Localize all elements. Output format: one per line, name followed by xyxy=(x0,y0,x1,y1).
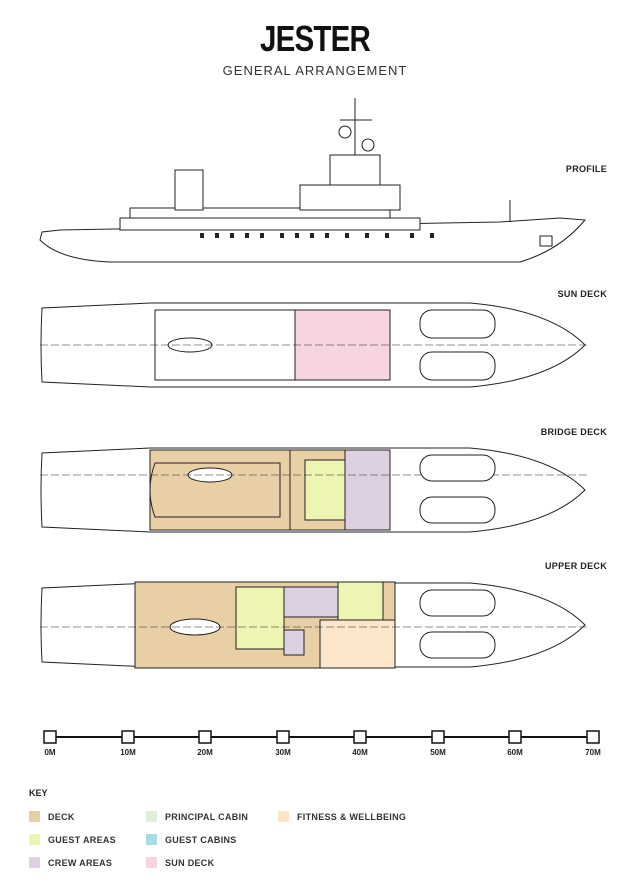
key-label: CREW AREAS xyxy=(48,857,113,868)
scale-tick-label: 50M xyxy=(430,748,446,757)
key-item: SUN DECK xyxy=(146,857,214,868)
key-swatch xyxy=(29,811,40,822)
key-label: DECK xyxy=(48,811,75,822)
key-item: FITNESS & WELLBEING xyxy=(278,811,406,822)
page-title: JESTER xyxy=(260,18,371,59)
key-label: SUN DECK xyxy=(165,857,215,868)
scale-tick xyxy=(198,730,212,744)
scale-tick xyxy=(431,730,445,744)
scale-tick xyxy=(586,730,600,744)
scale-tick-label: 20M xyxy=(197,748,213,757)
profile-drawing xyxy=(39,98,587,263)
bridge-deck-label: BRIDGE DECK xyxy=(540,427,607,437)
scale-tick xyxy=(508,730,522,744)
key-item: GUEST AREAS xyxy=(29,834,116,845)
scale-tick xyxy=(121,730,135,744)
key-swatch xyxy=(146,811,157,822)
key-swatch xyxy=(146,834,157,845)
key-item: CREW AREAS xyxy=(29,857,112,868)
scale-tick xyxy=(353,730,367,744)
key-swatch xyxy=(146,857,157,868)
scale-tick-label: 60M xyxy=(507,748,523,757)
key-label: PRINCIPAL CABIN xyxy=(165,811,249,822)
key-swatch xyxy=(29,834,40,845)
upper-deck-label: UPPER DECK xyxy=(544,561,607,571)
scale-tick-label: 10M xyxy=(120,748,136,757)
scale-tick-label: 30M xyxy=(275,748,291,757)
sun-deck-label: SUN DECK xyxy=(557,289,607,299)
scale-tick xyxy=(43,730,57,744)
key-swatch xyxy=(29,857,40,868)
upper-deck-plan xyxy=(40,581,590,669)
key-label: GUEST CABINS xyxy=(165,834,237,845)
scale-tick xyxy=(276,730,290,744)
key-title: KEY xyxy=(29,788,48,798)
scale-bar xyxy=(43,730,600,744)
scale-tick-label: 70M xyxy=(585,748,601,757)
key-item: GUEST CABINS xyxy=(146,834,237,845)
key-swatch xyxy=(278,811,289,822)
portholes xyxy=(200,233,434,238)
bridge-deck-plan xyxy=(40,447,590,533)
key-label: GUEST AREAS xyxy=(48,834,116,845)
scale-tick-label: 0M xyxy=(44,748,56,757)
key-item: DECK xyxy=(29,811,75,822)
key-label: FITNESS & WELLBEING xyxy=(297,811,407,822)
scale-tick-label: 40M xyxy=(352,748,368,757)
sun-deck-plan xyxy=(40,302,590,388)
page-subtitle: GENERAL ARRANGEMENT xyxy=(222,63,408,78)
key-item: PRINCIPAL CABIN xyxy=(146,811,248,822)
profile-label: PROFILE xyxy=(565,164,607,174)
